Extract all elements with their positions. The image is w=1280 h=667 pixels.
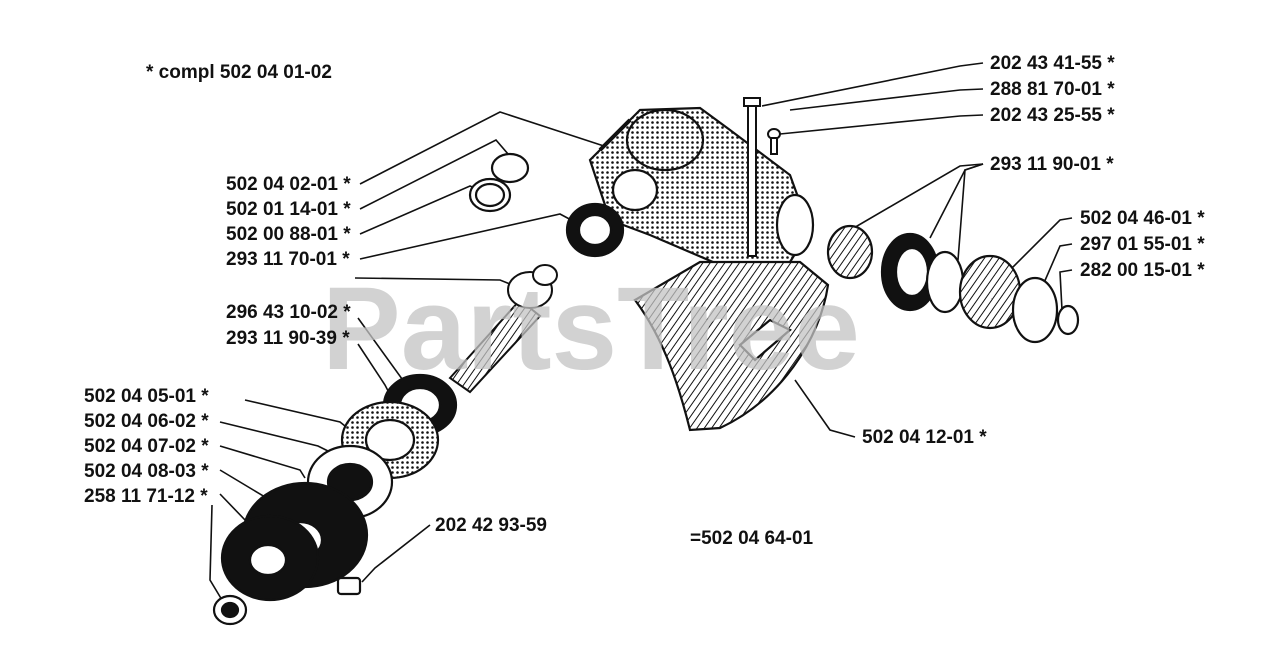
housing-bolts	[743, 97, 781, 257]
part-callout[interactable]: 293 11 90-01 *	[990, 154, 1114, 175]
part-callout[interactable]: 502 04 07-02 *	[84, 436, 209, 457]
leader-line	[219, 445, 306, 479]
leader-line	[244, 399, 351, 431]
part-callout[interactable]: 202 43 25-55 *	[990, 105, 1115, 126]
leader-line	[1039, 243, 1073, 293]
part-callout[interactable]: 258 11 71-12 *	[84, 486, 208, 507]
blade-guard	[633, 260, 830, 432]
part-callout[interactable]: 502 01 14-01 *	[226, 199, 351, 220]
assembly-note: * compl 502 04 01-02	[146, 62, 332, 83]
leader-line	[957, 163, 984, 261]
part-callout[interactable]: 502 04 12-01 *	[862, 427, 987, 448]
part-callout[interactable]: 297 01 55-01 *	[1080, 234, 1205, 255]
part-callout[interactable]: 288 81 70-01 *	[990, 79, 1115, 100]
leader-line	[1059, 269, 1073, 311]
right-bearings	[826, 224, 1080, 344]
leader-line	[359, 111, 611, 185]
leader-line	[789, 88, 984, 111]
part-callout[interactable]: 202 42 93-59	[435, 515, 547, 536]
pinion-shaft	[448, 264, 558, 394]
part-callout[interactable]: 293 11 70-01 *	[226, 249, 350, 270]
part-callout[interactable]: 282 00 15-01 *	[1080, 260, 1205, 281]
part-callout[interactable]: 502 04 06-02 *	[84, 411, 209, 432]
leader-line	[794, 379, 856, 438]
assembly-number-label: =502 04 64-01	[690, 528, 814, 549]
part-callout[interactable]: 202 43 41-55 *	[990, 53, 1115, 74]
part-callout[interactable]: 502 04 05-01 *	[84, 386, 209, 407]
part-callout[interactable]: 502 00 88-01 *	[226, 224, 351, 245]
leader-line	[361, 524, 431, 583]
leader-line	[929, 163, 984, 239]
part-callout[interactable]: 296 43 10-02 *	[226, 302, 351, 323]
left-bearing	[565, 202, 625, 258]
leader-line	[779, 114, 984, 135]
part-callout[interactable]: 502 04 08-03 *	[84, 461, 209, 482]
part-callout[interactable]: 502 04 46-01 *	[1080, 208, 1205, 229]
part-callout[interactable]: 293 11 90-39 *	[226, 328, 350, 349]
leader-line	[761, 62, 984, 107]
leader-line	[839, 163, 984, 237]
part-callout[interactable]: 502 04 02-01 *	[226, 174, 351, 195]
leader-line	[209, 504, 226, 606]
leader-line	[999, 217, 1073, 281]
lower-stack	[212, 373, 458, 626]
watermark: PartsTree	[322, 263, 860, 395]
seal-rings	[468, 152, 530, 213]
leader-line	[219, 421, 331, 453]
